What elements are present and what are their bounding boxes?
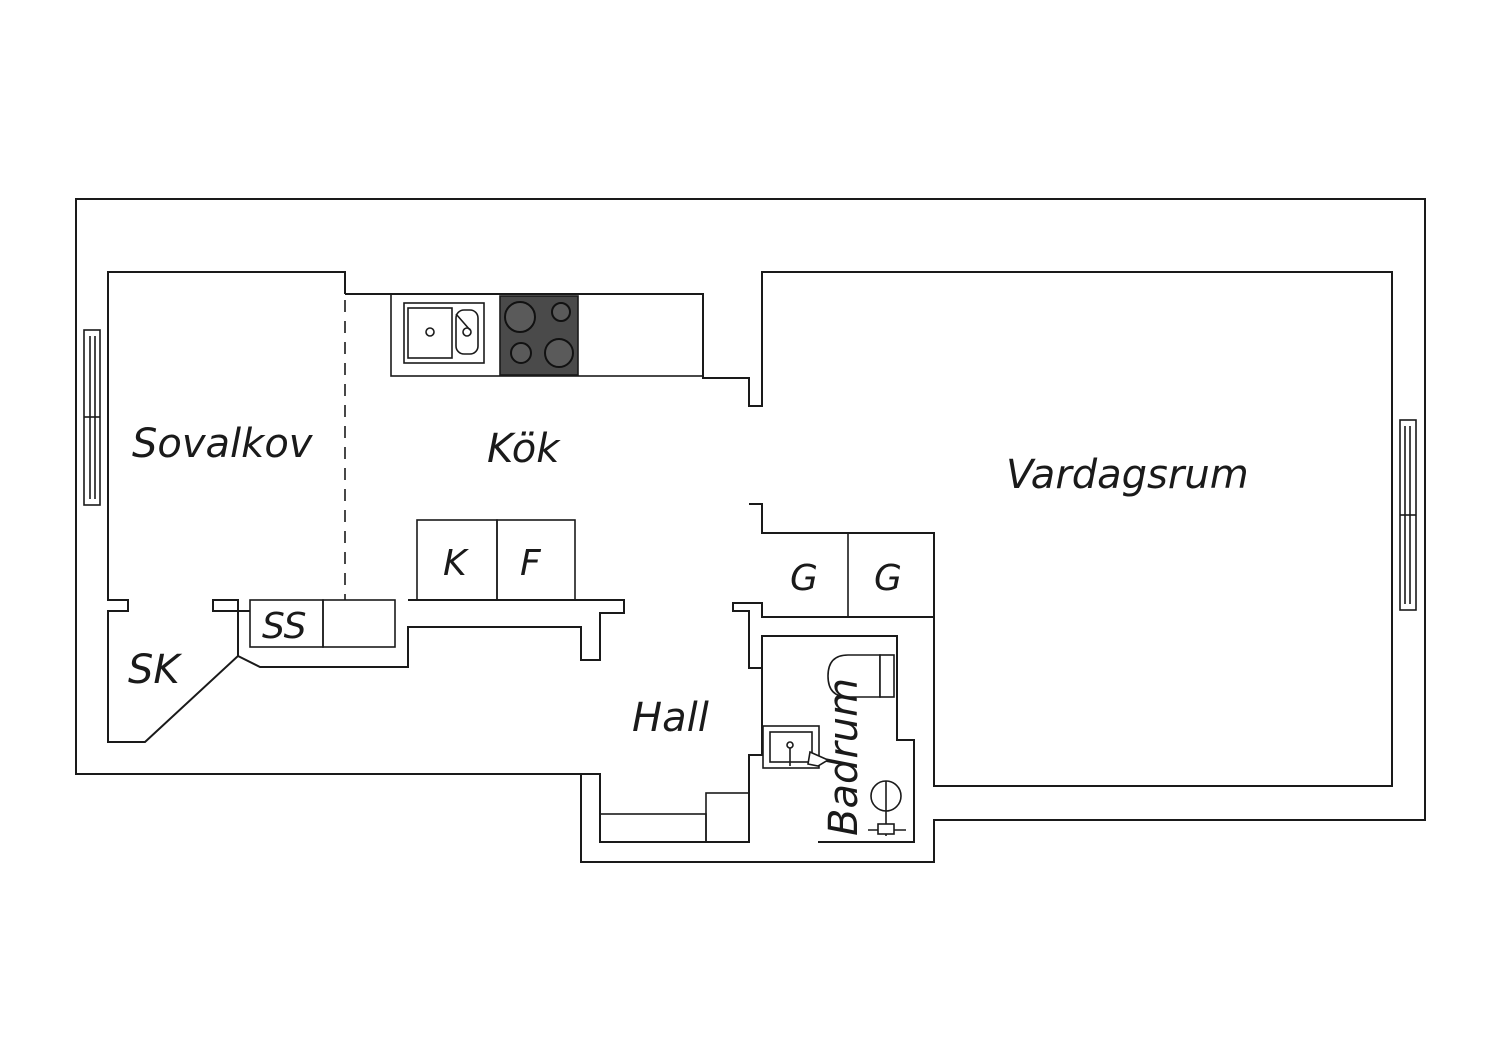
kitchen-counter bbox=[390, 293, 704, 377]
hall-wall bbox=[580, 635, 915, 862]
unit-label-ss: SS bbox=[262, 606, 306, 647]
window-icon bbox=[83, 329, 101, 506]
freezer-unit-f bbox=[496, 519, 576, 601]
room-label-kok: Kök bbox=[487, 426, 561, 472]
hob-icon bbox=[499, 295, 579, 376]
hall-shelf bbox=[599, 813, 707, 843]
unit-label-f: F bbox=[520, 543, 542, 584]
unit-label-k: K bbox=[443, 543, 469, 584]
unit-label-g2: G bbox=[874, 558, 902, 599]
wardrobe-wall bbox=[732, 503, 935, 669]
room-label-badrum: Badrum bbox=[821, 678, 867, 836]
hall-cabinet bbox=[705, 792, 750, 843]
unit-label-g1: G bbox=[790, 558, 818, 599]
sk-diagonal-wall bbox=[237, 599, 625, 668]
inner-wall-left bbox=[107, 271, 346, 743]
outer-wall bbox=[75, 198, 1426, 863]
room-label-vardagsrum: Vardagsrum bbox=[1006, 452, 1249, 498]
sink-icon bbox=[403, 302, 485, 364]
toilet-icon bbox=[827, 654, 895, 698]
room-label-sk: SK bbox=[128, 647, 182, 693]
cabinet-unit bbox=[322, 599, 396, 648]
window-icon bbox=[1399, 419, 1417, 611]
shower-icon bbox=[868, 780, 906, 836]
room-label-hall: Hall bbox=[632, 695, 709, 741]
room-label-sovalkov: Sovalkov bbox=[132, 421, 314, 467]
washbasin-icon bbox=[762, 725, 830, 769]
